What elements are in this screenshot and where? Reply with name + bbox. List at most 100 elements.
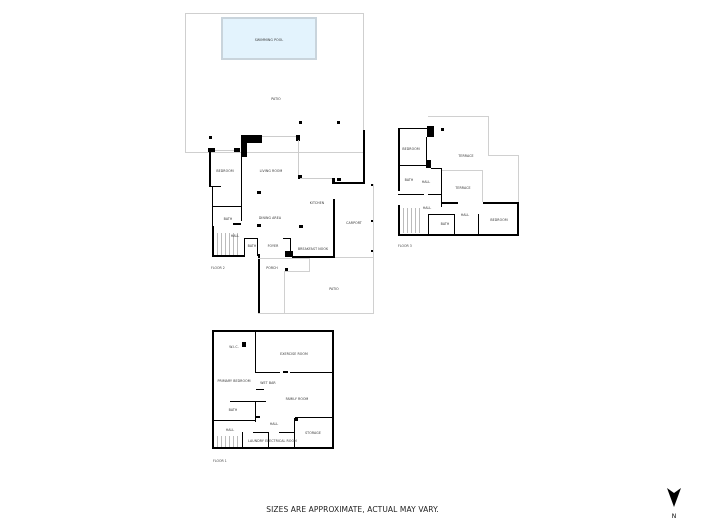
room-label-hall: HALL [230,234,240,238]
carport-outline [335,257,374,258]
wall-block [241,135,247,157]
room-label-bath-bottom: BATH [440,222,450,226]
wall [298,140,299,178]
room-label-terrace-top: TERRACE [458,154,474,158]
staircase [214,233,239,255]
wall [398,194,424,195]
room-label-patio-bottom: PATIO [329,287,339,291]
room-label-porch: PORCH [266,266,278,270]
wall [262,136,297,137]
wall [426,137,427,164]
wall [209,186,221,187]
wall [244,238,245,257]
wall [428,194,442,195]
terrace-outline [488,155,519,156]
wall [244,238,258,239]
room-label-storage: STORAGE [305,431,321,435]
room-label-hall-mid: HALL [422,206,432,210]
wall [257,238,258,256]
wall [212,330,334,332]
terrace-outline [518,155,519,202]
room-label-bedroom-left: BEDROOM [402,147,420,151]
post [242,342,246,347]
floor-label-main: FLOOR 2 [211,266,225,270]
wall [398,234,519,236]
wall [333,199,335,258]
porch-outline [284,271,310,272]
wall [290,238,291,252]
wall [290,372,333,373]
wall [441,168,442,207]
wall [428,214,454,215]
wall [283,238,291,239]
room-label-exercise-room: EXERCISE ROOM [280,352,308,356]
wall [268,432,269,448]
wall [256,372,280,373]
room-label-bedroom: BEDROOM [216,169,234,173]
north-arrow-icon [667,488,681,507]
room-label-primary-bedroom: PRIMARY BEDROOM [217,379,251,383]
wall [398,165,427,166]
room-label-breakfast-nook: BREAKFAST NOOK [297,247,329,251]
wall [332,330,334,449]
post [371,184,373,186]
patio-top-area [185,13,364,153]
wall [255,401,256,422]
staircase [400,208,422,233]
wall [230,401,266,402]
floor-label-lower: FLOOR 1 [213,459,227,463]
wall [256,389,264,390]
post [299,225,303,228]
disclaimer-text: SIZES ARE APPROXIMATE, ACTUAL MAY VARY. [266,505,439,514]
room-label-bath-center: BATH [247,244,257,248]
room-label-hall-center: HALL [269,422,279,426]
room-label-bath-left: BATH [404,178,414,182]
wall [398,205,400,235]
post [299,121,302,124]
wall [295,417,333,418]
wall [332,178,335,184]
north-arrow: N [667,488,681,520]
post [441,128,444,131]
post [337,121,340,124]
chimney [241,135,262,143]
wall [454,214,455,235]
wall [300,178,334,179]
swimming-pool [221,17,317,60]
wall [279,432,294,433]
wall [258,254,260,314]
wall [334,182,365,184]
wall [363,130,365,184]
wall [212,385,214,400]
wall-block [426,160,431,168]
room-label-dining-area: DINING AREA [258,216,282,220]
wall [212,226,214,256]
terrace-mid-outline [482,170,483,202]
wall [517,202,519,235]
wall-block [337,178,341,181]
carport-outline [373,184,374,314]
wall [398,128,400,191]
room-label-carport: CARPORT [346,221,362,225]
porch-outline [309,258,310,272]
wall [428,214,429,235]
wall-block [296,135,300,141]
terrace-outline [488,116,489,156]
terrace-outline [428,116,489,117]
wall [483,202,518,204]
wall-block [298,175,302,179]
wall-block [208,148,215,152]
terrace-mid-outline [442,170,483,171]
room-label-living-room: LIVING ROOM [259,169,283,173]
room-label-wic: W.I.C. [229,345,239,349]
wall [233,223,241,225]
wall [292,256,335,258]
porch-outline [284,271,285,314]
wall-block [295,417,298,421]
room-label-wet-bar: WET BAR [260,381,276,385]
wall [431,168,441,169]
room-label-family-room: FAMILY ROOM [285,397,309,401]
room-label-hall-left: HALL [225,428,235,432]
patio-bottom-outline [258,313,374,314]
post [257,224,261,227]
